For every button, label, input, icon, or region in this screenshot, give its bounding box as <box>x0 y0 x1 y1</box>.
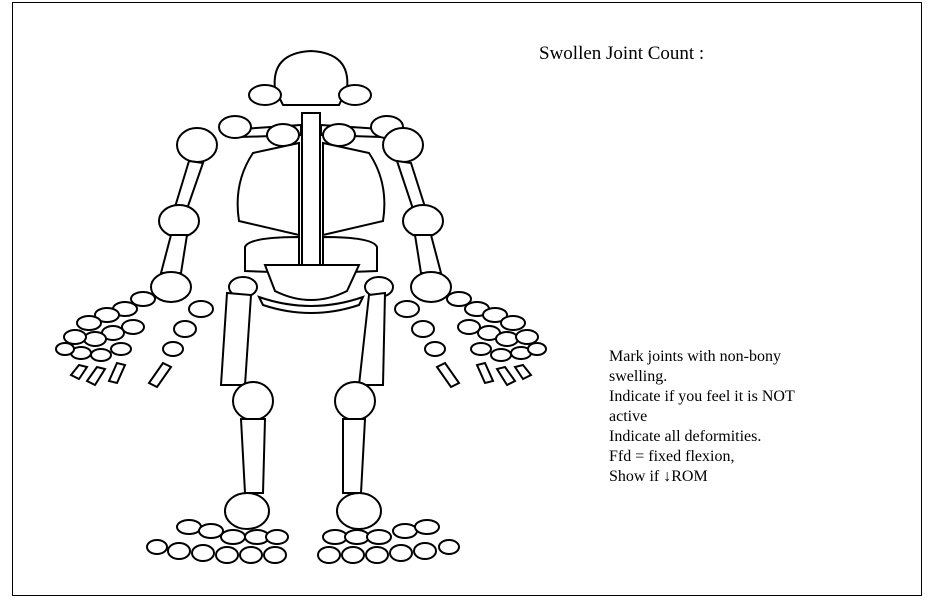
instructions-text: Mark joints with non-bony swelling. Indi… <box>609 347 909 487</box>
joint-shoulder-left <box>383 128 423 162</box>
joint-acromioclavicular-right <box>219 116 251 138</box>
ribcage-right <box>238 143 299 235</box>
instruction-line: Ffd = fixed flexion, <box>609 447 909 467</box>
instruction-line: swelling. <box>609 367 909 387</box>
joint-wrist-right <box>151 272 191 302</box>
instruction-line: Mark joints with non-bony <box>609 347 909 367</box>
forearm-right <box>161 235 187 273</box>
pelvis <box>265 265 359 300</box>
femur-left <box>359 293 385 385</box>
instruction-line: Indicate all deformities. <box>609 427 909 447</box>
joint-sternoclavicular-left <box>323 124 355 146</box>
joint-elbow-right <box>159 205 199 237</box>
joint-tmj-right <box>249 85 281 105</box>
joint-ankle-right <box>225 493 269 529</box>
tibia-right <box>241 419 265 493</box>
joint-tmj-left <box>339 85 371 105</box>
hand-left <box>395 292 546 387</box>
foot-left <box>318 520 459 563</box>
joint-knee-left <box>335 382 375 420</box>
form-panel: Swollen Joint Count : <box>12 2 922 596</box>
hand-right <box>56 292 213 387</box>
joint-knee-right <box>233 382 273 420</box>
humerus-right <box>175 161 203 209</box>
joint-sternoclavicular-right <box>267 124 299 146</box>
joint-ankle-left <box>337 493 381 529</box>
skull <box>275 51 348 105</box>
joint-wrist-left <box>411 272 451 302</box>
humerus-left <box>397 161 425 209</box>
foot-right <box>147 520 288 563</box>
instruction-line: Show if ↓ROM <box>609 467 909 487</box>
joint-elbow-left <box>403 205 443 237</box>
femur-right <box>221 293 251 385</box>
joint-shoulder-right <box>177 128 217 162</box>
instruction-line: Indicate if you feel it is NOT <box>609 387 909 407</box>
forearm-left <box>415 235 441 273</box>
spine <box>302 113 320 283</box>
ribcage-left <box>323 143 384 235</box>
skeleton-joint-diagram <box>13 3 923 597</box>
instruction-line: active <box>609 407 909 427</box>
tibia-left <box>343 419 365 493</box>
